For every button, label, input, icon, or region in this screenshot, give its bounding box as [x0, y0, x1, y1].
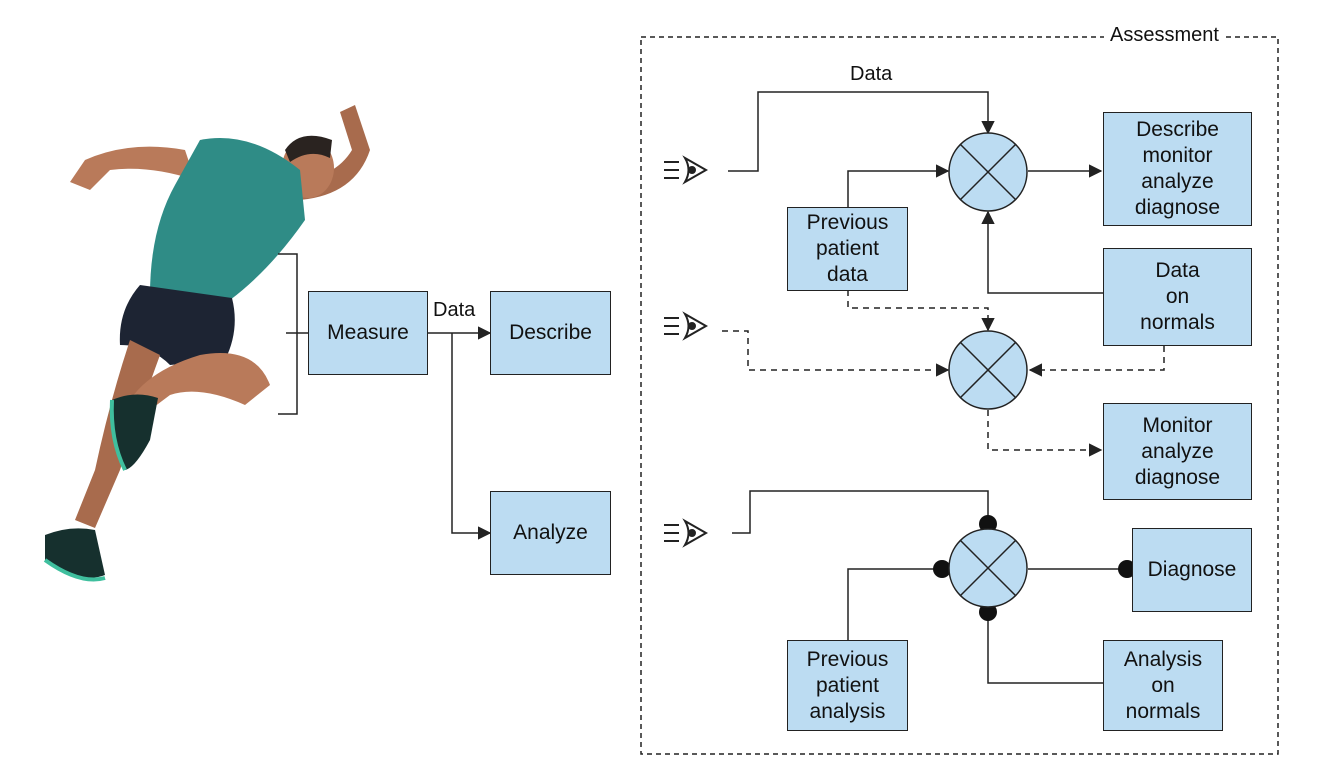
describe-path-connectors — [728, 91, 1103, 294]
measure-box: Measure — [308, 291, 428, 375]
previous-patient-analysis-box: Previous patient analysis — [787, 640, 908, 731]
previous-patient-data-box: Previous patient data — [787, 207, 908, 291]
assessment-title: Assessment — [1104, 24, 1225, 47]
diagnose-path-connectors — [732, 490, 1124, 684]
data-on-normals-box: Data on normals — [1103, 248, 1252, 346]
comparator-node — [948, 528, 1028, 608]
monitor-analyze-diagnose-box: Monitor analyze diagnose — [1103, 403, 1252, 500]
describe-monitor-analyze-diagnose-box: Describe monitor analyze diagnose — [1103, 112, 1252, 226]
connector-dots — [933, 515, 1136, 621]
analyze-box: Analyze — [490, 491, 611, 575]
eye-icon — [664, 311, 709, 341]
eye-icon — [664, 155, 709, 185]
assessment-frame — [640, 36, 1279, 755]
eye-icon — [664, 518, 709, 548]
left-connectors — [278, 253, 492, 540]
describe-box: Describe — [490, 291, 611, 375]
data-label-left: Data — [433, 299, 476, 321]
diagnose-box: Diagnose — [1132, 528, 1252, 612]
comparator-node — [948, 132, 1028, 212]
comparator-node — [948, 330, 1028, 410]
runner-illustration — [43, 105, 370, 582]
data-label-top: Data — [850, 63, 893, 85]
monitor-path-connectors — [722, 290, 1165, 457]
analysis-on-normals-box: Analysis on normals — [1103, 640, 1223, 731]
